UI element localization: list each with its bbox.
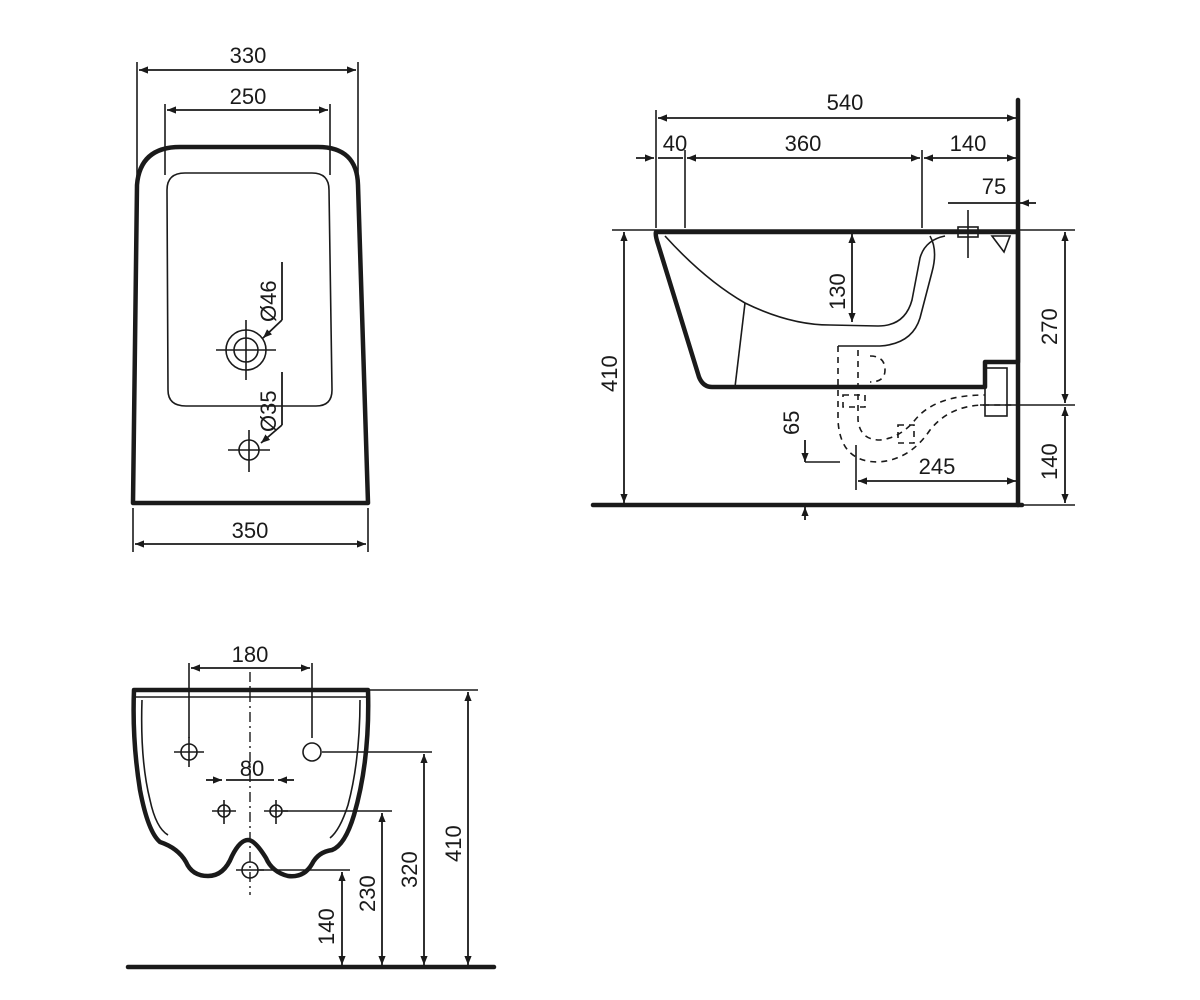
side-view: 540 40 360 140 75 130 410 xyxy=(590,90,1075,520)
dim-chain-right: 270 140 xyxy=(1020,232,1075,506)
front-view: 180 80 140 230 320 xyxy=(125,642,497,970)
dim-75: 75 xyxy=(948,174,1036,207)
dim-130: 130 xyxy=(825,234,856,322)
dim-dia-35: Ø35 xyxy=(256,372,283,444)
dim-130-label: 130 xyxy=(825,273,850,310)
dim-350: 350 xyxy=(132,508,369,552)
dim-65-label: 65 xyxy=(779,411,804,435)
dim-350-label: 350 xyxy=(232,518,269,543)
top-view-hole-lower xyxy=(228,430,270,472)
side-view-bowl xyxy=(664,235,946,327)
dim-360-label: 360 xyxy=(785,131,822,156)
dim-270-label: 270 xyxy=(1037,308,1062,345)
top-view-bowl xyxy=(166,172,333,407)
front-view-hole-right xyxy=(302,742,322,762)
dim-320: 320 xyxy=(397,754,428,965)
dim-410-front-label: 410 xyxy=(441,825,466,862)
dim-dia-46-label: Ø46 xyxy=(256,280,281,322)
top-view-outline xyxy=(130,144,371,506)
dim-230-label: 230 xyxy=(355,875,380,912)
dim-180-label: 180 xyxy=(232,642,269,667)
dim-140-front-label: 140 xyxy=(314,908,339,945)
dim-245: 245 xyxy=(855,445,1016,490)
dim-330-label: 330 xyxy=(230,43,267,68)
top-view-hole-upper xyxy=(216,320,276,380)
front-view-hole-small-left xyxy=(212,800,236,824)
dim-dia-46: Ø46 xyxy=(256,262,283,339)
dim-540: 540 xyxy=(655,90,1016,228)
front-view-outline xyxy=(131,687,371,879)
front-view-hole-small-right xyxy=(264,800,288,824)
dim-80-label: 80 xyxy=(240,756,264,781)
front-view-hole-left xyxy=(174,737,204,767)
dim-140-right-label: 140 xyxy=(1037,443,1062,480)
dim-140-top-label: 140 xyxy=(950,131,987,156)
dim-330: 330 xyxy=(136,43,359,180)
dim-80: 80 xyxy=(206,756,294,784)
dim-230: 230 xyxy=(355,813,386,965)
dim-250: 250 xyxy=(164,84,331,175)
dim-65: 65 xyxy=(779,411,840,520)
dim-140-front: 140 xyxy=(314,872,346,965)
dim-dia-35-label: Ø35 xyxy=(256,390,281,432)
top-view: 330 250 350 Ø46 Ø35 xyxy=(130,43,371,552)
dim-540-label: 540 xyxy=(827,90,864,115)
dim-410-side-label: 410 xyxy=(597,355,622,392)
side-view-trap xyxy=(837,346,1018,463)
dim-75-label: 75 xyxy=(982,174,1006,199)
dim-180: 180 xyxy=(188,642,313,738)
side-view-body xyxy=(653,229,1021,390)
dim-245-label: 245 xyxy=(919,454,956,479)
dim-250-label: 250 xyxy=(230,84,267,109)
dim-40-label: 40 xyxy=(663,131,687,156)
dim-320-label: 320 xyxy=(397,851,422,888)
dim-410-side: 410 xyxy=(597,232,628,503)
dim-chain-top: 40 360 140 xyxy=(636,131,1016,228)
dim-410-front: 410 xyxy=(441,692,472,965)
